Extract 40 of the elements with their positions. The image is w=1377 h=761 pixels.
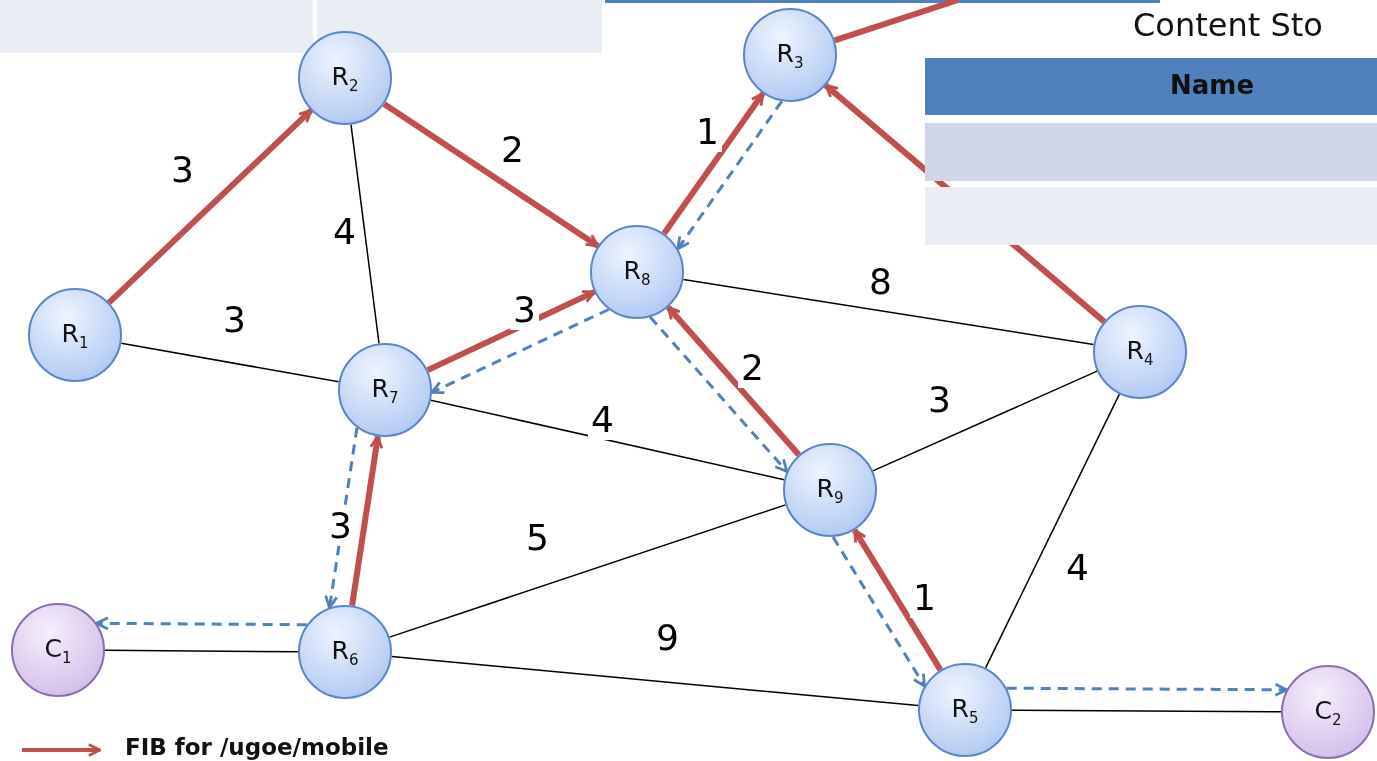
dashed-arrow xyxy=(95,616,307,631)
arrow xyxy=(852,528,943,672)
node-label: R$_{7}$ xyxy=(371,373,399,407)
arrow xyxy=(661,91,766,236)
dashed-arrow xyxy=(1006,682,1288,697)
dashed-arrow xyxy=(676,100,784,251)
node-label: R$_{6}$ xyxy=(331,635,359,669)
node-label: R$_{5}$ xyxy=(951,693,979,727)
node-label: R$_{4}$ xyxy=(1126,335,1154,369)
link-line xyxy=(104,649,299,653)
table-title: Content Sto xyxy=(1133,6,1323,44)
legend-label: FIB for /ugoe/mobile xyxy=(125,734,389,760)
arrow xyxy=(106,108,314,305)
link-line xyxy=(833,0,959,44)
link-line xyxy=(682,278,1095,346)
node-label: C$_{2}$ xyxy=(1314,695,1342,729)
dashed-arrow xyxy=(430,308,610,394)
dashed-arrow xyxy=(831,536,926,688)
dashed-arrow xyxy=(649,316,789,473)
link-line xyxy=(430,399,785,481)
node-label: R$_{9}$ xyxy=(816,473,844,507)
node-label: R$_{2}$ xyxy=(331,61,359,95)
link-line xyxy=(388,504,787,638)
column-header: Name xyxy=(1170,70,1255,100)
link-line xyxy=(120,342,340,383)
link-line xyxy=(984,393,1121,669)
node-label: R$_{8}$ xyxy=(623,255,651,289)
router-node xyxy=(590,225,684,319)
link-line xyxy=(872,370,1098,472)
node-label: R$_{1}$ xyxy=(61,318,89,352)
link-line xyxy=(350,123,380,345)
arrow xyxy=(382,101,600,249)
arrow xyxy=(426,289,596,373)
link-line xyxy=(1011,709,1282,713)
node-label: R$_{3}$ xyxy=(776,38,804,72)
arrow xyxy=(665,305,802,457)
link-line xyxy=(391,655,919,707)
router-node xyxy=(783,443,877,537)
arrow xyxy=(349,435,384,606)
node-label: C$_{1}$ xyxy=(44,633,72,667)
